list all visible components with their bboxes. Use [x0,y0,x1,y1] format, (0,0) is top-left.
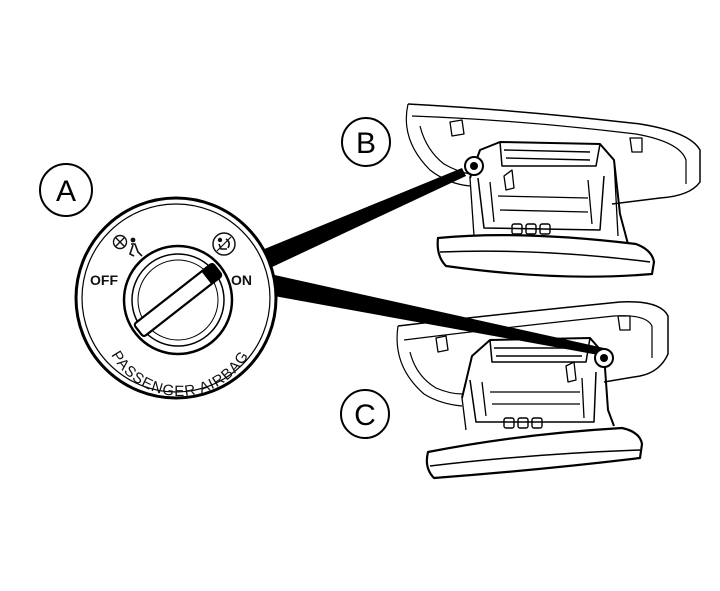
callout-b-label: B [356,127,376,160]
off-label: OFF [90,272,118,288]
dashboard-outline-c [397,301,669,383]
leader-lines [262,168,604,356]
airbag-on-icon [212,232,236,256]
callout-b: B [341,117,391,167]
leader-to-b [262,168,466,268]
airbag-off-icon [112,234,143,257]
callout-c-label: C [354,399,376,432]
leader-to-c [270,274,604,356]
callout-a-label: A [56,175,76,208]
airbag-switch: OFF ON PASSENGER AIRBAG [74,196,278,400]
on-label: ON [231,272,252,288]
knob-slot [133,262,223,337]
callout-a: A [39,163,93,217]
glovebox-view-b [405,103,701,278]
glovebox-door-c [425,426,644,480]
switch-bezel-inner [81,203,271,393]
switch-location-b [464,156,484,176]
dashboard-outline-b [407,103,701,205]
switch-location-c [594,348,614,368]
callout-c: C [340,389,390,439]
glovebox-door-b [436,234,656,278]
rotary-knob [122,244,234,356]
glovebox-view-c [396,301,669,480]
